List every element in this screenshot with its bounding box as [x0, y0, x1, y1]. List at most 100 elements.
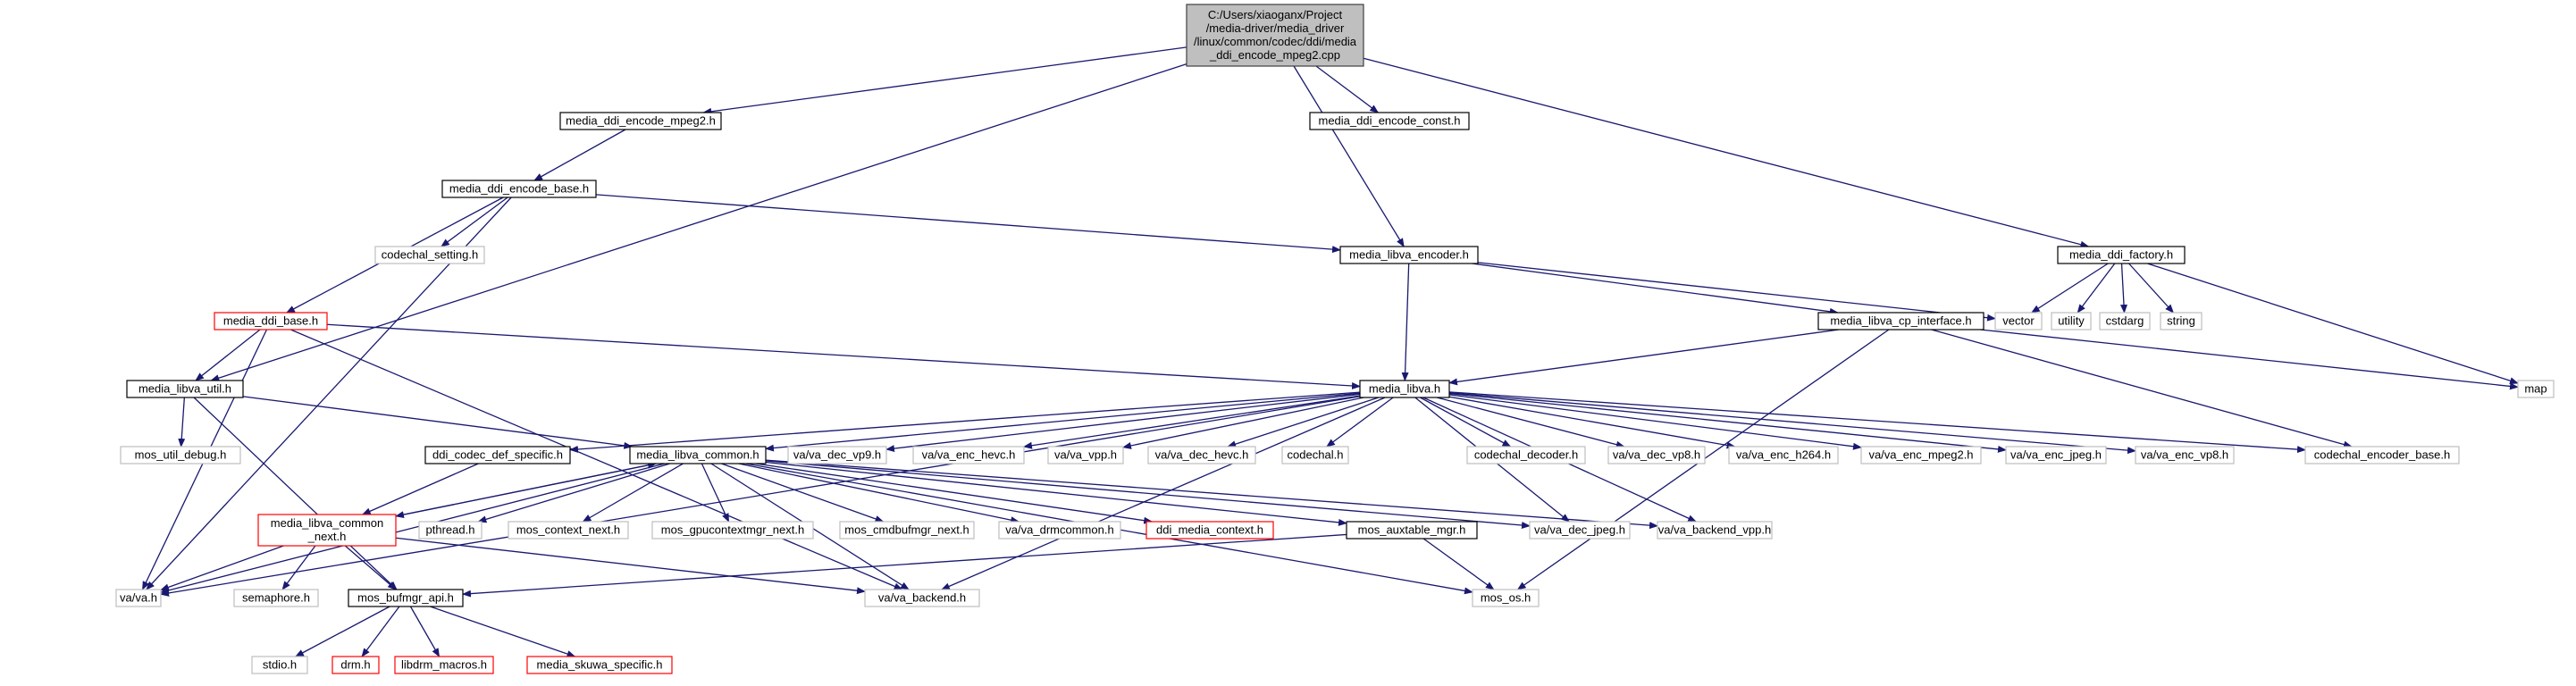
node-label: drm.h — [340, 658, 370, 672]
node-root[interactable]: C:/Users/xiaoganx/Project/media-driver/m… — [1186, 4, 1364, 67]
edge-common-to-cmdbuf — [721, 463, 885, 523]
node-factory[interactable]: media_ddi_factory.h — [2057, 246, 2186, 264]
node-box — [1607, 446, 1706, 464]
node-semaphore[interactable]: semaphore.h — [233, 589, 319, 607]
node-mosdebug[interactable]: mos_util_debug.h — [120, 446, 241, 464]
node-encvp8[interactable]: va/va_enc_vp8.h — [2135, 446, 2235, 464]
node-enchevc[interactable]: va/va_enc_hevc.h — [912, 446, 1025, 464]
node-decjpeg[interactable]: va/va_dec_jpeg.h — [1529, 521, 1631, 540]
edge-factory-to-map — [2147, 263, 2519, 385]
node-label: va/va_vpp.h — [1054, 448, 1117, 462]
node-vector[interactable]: vector — [1994, 312, 2043, 330]
node-libva[interactable]: media_libva.h — [1359, 380, 1450, 398]
node-label: pthread.h — [426, 523, 475, 537]
node-decvp8[interactable]: va/va_dec_vp8.h — [1607, 446, 1706, 464]
node-stdio[interactable]: stdio.h — [251, 656, 308, 674]
node-encmpeg2[interactable]: va/va_enc_mpeg2.h — [1860, 446, 1982, 464]
node-label: media_libva_cp_interface.h — [1830, 314, 1971, 328]
node-label: codechal_decoder.h — [1474, 448, 1578, 462]
edge-cpint-to-map — [1980, 329, 2519, 390]
edge-libva-to-codecencbase — [1448, 391, 2306, 454]
node-label: mos_bufmgr_api.h — [357, 591, 454, 605]
node-box — [2005, 446, 2107, 464]
node-codecdec[interactable]: codechal_decoder.h — [1466, 446, 1586, 464]
node-mpeg2h[interactable]: media_ddi_encode_mpeg2.h — [559, 112, 722, 130]
node-ench264[interactable]: va/va_enc_h264.h — [1728, 446, 1839, 464]
node-ddicodec[interactable]: ddi_codec_def_specific.h — [424, 446, 571, 464]
node-label: string — [2167, 314, 2195, 328]
node-cpint[interactable]: media_libva_cp_interface.h — [1817, 312, 1984, 330]
node-box — [526, 656, 673, 674]
node-label: codechal_encoder_base.h — [2314, 448, 2451, 462]
node-box — [424, 446, 571, 464]
node-box — [1186, 4, 1364, 67]
node-auxtable[interactable]: mos_auxtable_mgr.h — [1346, 521, 1478, 540]
node-encoder[interactable]: media_libva_encoder.h — [1339, 246, 1479, 264]
node-label: codechal.h — [1288, 448, 1344, 462]
node-utility[interactable]: utility — [2051, 312, 2092, 330]
edge-libva-to-encvp8 — [1448, 392, 2136, 455]
edge-util-to-mosdebug — [178, 397, 186, 448]
node-label: media_libva_encoder.h — [1349, 248, 1469, 262]
node-map[interactable]: map — [2517, 380, 2555, 398]
node-ddibase[interactable]: media_ddi_base.h — [214, 312, 328, 330]
edge-libva-to-enchevc — [1023, 395, 1361, 449]
node-box — [1860, 446, 1982, 464]
edge-common-to-gpuctx — [701, 463, 730, 523]
node-label: mos_util_debug.h — [135, 448, 227, 462]
node-codecset[interactable]: codechal_setting.h — [374, 246, 485, 264]
node-decvp9[interactable]: va/va_dec_vp9.h — [787, 446, 887, 464]
node-label: media_skuwa_specific.h — [537, 658, 663, 672]
node-label: media_libva.h — [1369, 382, 1440, 396]
node-pthread[interactable]: pthread.h — [418, 521, 482, 540]
node-skuwa[interactable]: media_skuwa_specific.h — [526, 656, 673, 674]
node-dechevc[interactable]: va/va_dec_hevc.h — [1147, 446, 1256, 464]
node-mosos[interactable]: mos_os.h — [1472, 589, 1540, 607]
edge-common-to-mediactx — [755, 463, 1154, 524]
node-label: media_libva_util.h — [138, 382, 231, 396]
node-drmcommon[interactable]: va/va_drmcommon.h — [998, 521, 1121, 540]
node-label: map — [2524, 382, 2547, 396]
node-baseh[interactable]: media_ddi_encode_base.h — [441, 180, 597, 198]
edge-bufmgr-to-skuwa — [430, 606, 576, 657]
node-label: media_ddi_base.h — [223, 314, 318, 328]
node-vpp[interactable]: va/va_vpp.h — [1047, 446, 1124, 464]
node-bufmgr[interactable]: mos_bufmgr_api.h — [348, 589, 464, 607]
node-encjpeg[interactable]: va/va_enc_jpeg.h — [2005, 446, 2107, 464]
node-util[interactable]: media_libva_util.h — [126, 380, 244, 398]
edge-common-to-decjpeg — [765, 460, 1531, 529]
node-drm[interactable]: drm.h — [331, 656, 380, 674]
node-vah[interactable]: va/va.h — [115, 589, 162, 607]
node-common[interactable]: media_libva_common.h — [629, 446, 767, 464]
edge-encoder-to-libva — [1401, 263, 1410, 381]
node-cmdbuf[interactable]: mos_cmdbufmgr_next.h — [839, 521, 975, 540]
edge-common-to-drmcommon — [738, 463, 1020, 524]
node-box — [1728, 446, 1839, 464]
node-string[interactable]: string — [2160, 312, 2203, 330]
edge-root-to-encoder — [1293, 65, 1405, 247]
edge-root-to-mpeg2h — [702, 46, 1187, 115]
node-consth[interactable]: media_ddi_encode_const.h — [1309, 112, 1470, 130]
node-label: media_ddi_encode_mpeg2.h — [566, 114, 716, 128]
node-libdrm[interactable]: libdrm_macros.h — [394, 656, 494, 674]
node-mediactx[interactable]: ddi_media_context.h — [1145, 521, 1274, 540]
node-box — [2160, 312, 2203, 330]
node-codecencbase[interactable]: codechal_encoder_base.h — [2304, 446, 2460, 464]
node-gpuctx[interactable]: mos_gpucontextmgr_next.h — [651, 521, 814, 540]
edge-auxtable-to-bufmgr — [462, 533, 1347, 598]
node-label: va/va_enc_hevc.h — [922, 448, 1016, 462]
node-cstdarg[interactable]: cstdarg — [2099, 312, 2151, 330]
node-backendvpp[interactable]: va/va_backend_vpp.h — [1657, 521, 1773, 540]
edge-commonnext-to-semaphore — [281, 545, 316, 590]
node-box — [1466, 446, 1586, 464]
node-codechal[interactable]: codechal.h — [1281, 446, 1349, 464]
node-backend[interactable]: va/va_backend.h — [864, 589, 980, 607]
node-label: mos_cmdbufmgr_next.h — [844, 523, 969, 537]
node-mosctx[interactable]: mos_context_next.h — [508, 521, 629, 540]
node-label: _next.h — [307, 530, 347, 543]
node-commonnext[interactable]: media_libva_common_next.h — [257, 514, 397, 547]
node-box — [2099, 312, 2151, 330]
edge-root-to-util — [210, 63, 1187, 382]
node-box — [1817, 312, 1984, 330]
